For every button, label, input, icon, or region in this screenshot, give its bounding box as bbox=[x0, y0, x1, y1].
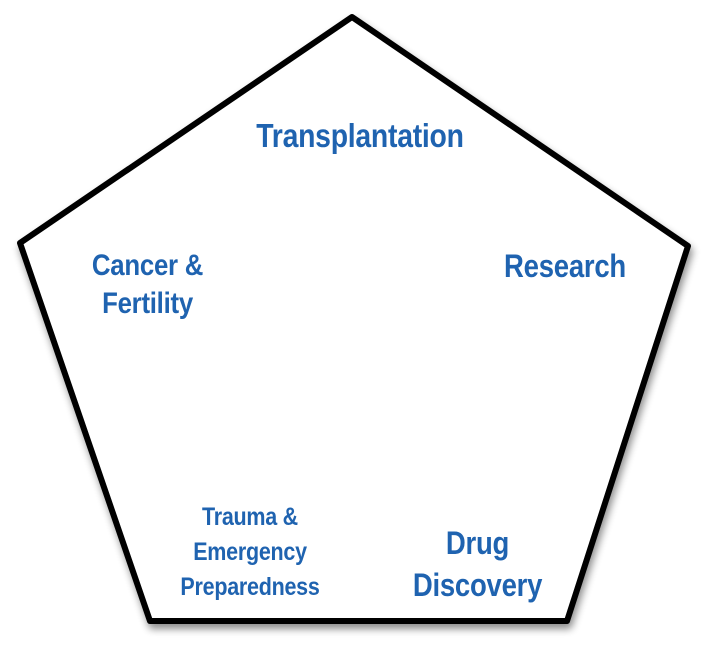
label-line: Preparedness bbox=[180, 573, 320, 601]
segment-label-research: Research bbox=[483, 246, 646, 286]
segment-label-transplantation: Transplantation bbox=[231, 116, 489, 156]
segment-label-trauma-emergency: Trauma & Emergency Preparedness bbox=[160, 500, 341, 605]
label-line: Trauma & bbox=[202, 503, 298, 531]
label-line: Fertility bbox=[102, 287, 193, 320]
pentagon-outline bbox=[17, 14, 691, 624]
label-line: Discovery bbox=[412, 567, 543, 603]
label-line: Emergency bbox=[193, 538, 307, 566]
label-line: Drug bbox=[445, 525, 510, 561]
label-line: Cancer & bbox=[91, 249, 204, 282]
label-line: Research bbox=[504, 248, 626, 284]
segment-label-drug-discovery: Drug Discovery bbox=[398, 522, 557, 606]
segment-label-cancer-fertility: Cancer & Fertility bbox=[68, 247, 227, 323]
label-line: Transplantation bbox=[256, 117, 464, 154]
